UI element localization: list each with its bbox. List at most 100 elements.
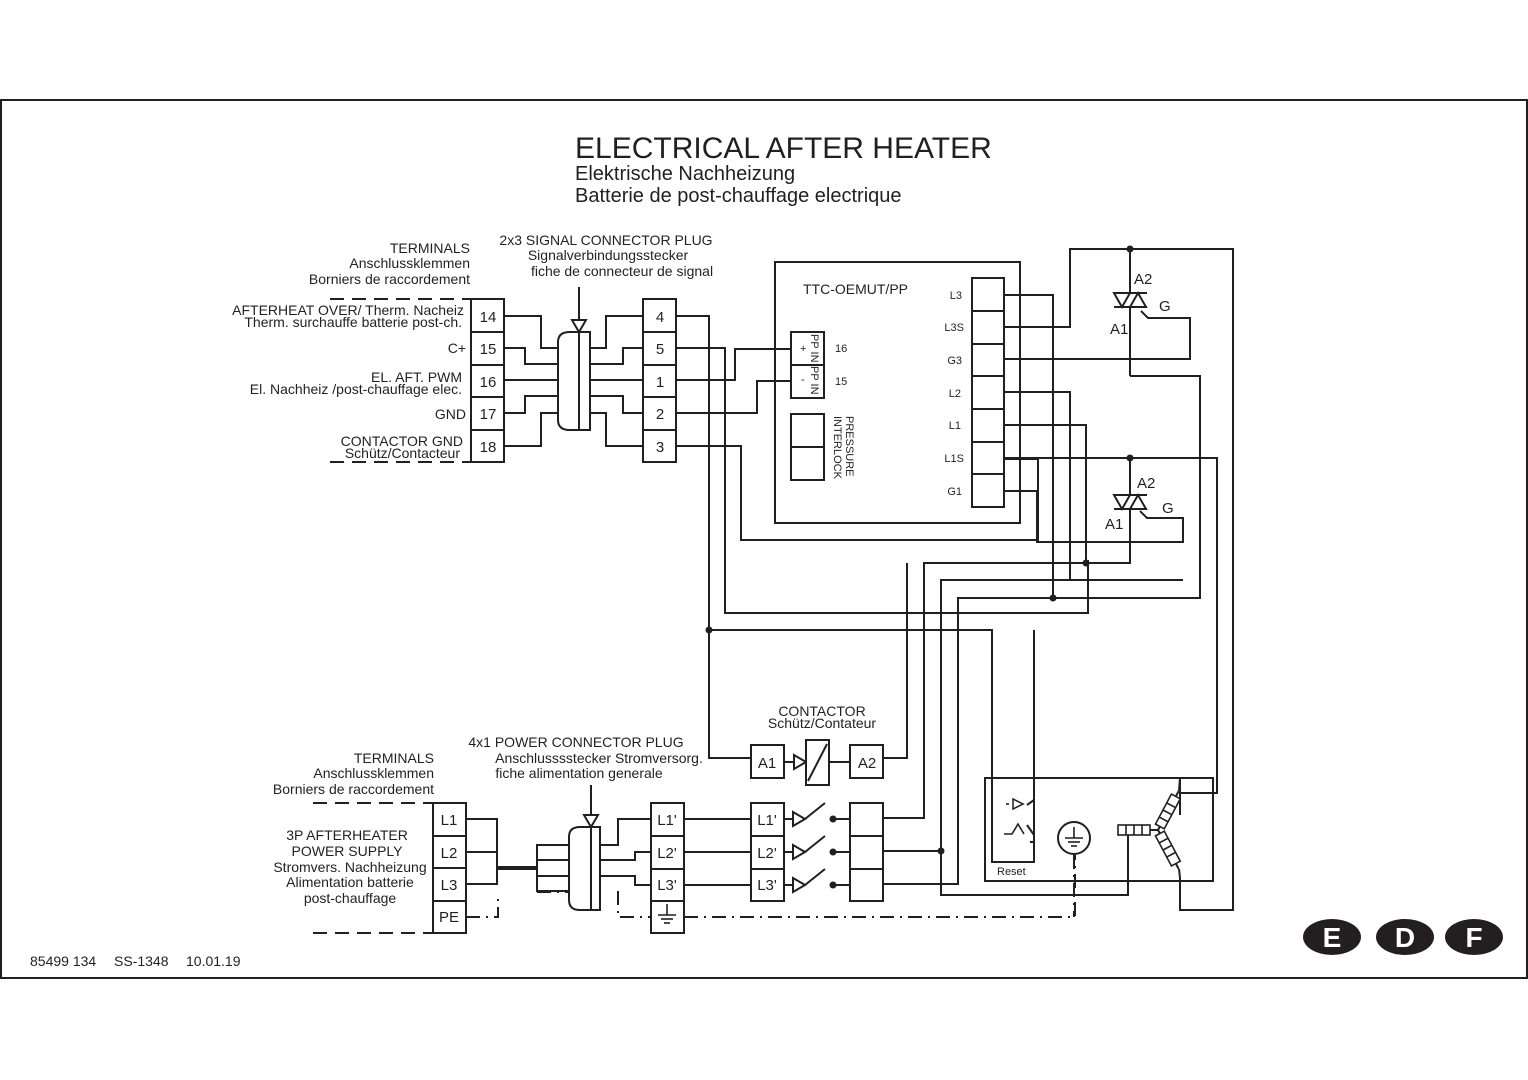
label-afterheat-over-fr: Therm. surchauffe batterie post-ch. bbox=[244, 314, 462, 330]
controller-name: TTC-OEMUT/PP bbox=[803, 281, 908, 297]
svg-text:Anschlussklemmen: Anschlussklemmen bbox=[313, 765, 434, 781]
output-l1s: L1S bbox=[944, 453, 964, 465]
pp-in-minus bbox=[790, 364, 825, 399]
terminal-17: 17 bbox=[480, 406, 497, 423]
terminal-l1: L1 bbox=[441, 812, 458, 829]
language-badge-d: D bbox=[1376, 919, 1434, 955]
drawing-frame bbox=[0, 99, 1528, 979]
pin-5: 5 bbox=[656, 341, 664, 358]
doc-number: 85499 134 bbox=[30, 953, 96, 969]
output-g1: G1 bbox=[947, 486, 962, 498]
output-l3s: L3S bbox=[944, 322, 964, 334]
label-afterheat-over: AFTERHEAT OVER/ Therm. Nacheiz bbox=[232, 302, 464, 318]
signal-terminal-block: 14 15 16 17 18 bbox=[470, 298, 505, 463]
signal-terminals-header: TERMINALS Anschlussklemmen Borniers de r… bbox=[309, 240, 470, 287]
svg-text:+: + bbox=[800, 343, 806, 355]
power-pin-l2: L2' bbox=[657, 845, 677, 862]
power-terminal-block: L1 L2 L3 PE bbox=[432, 802, 467, 934]
svg-text:Stromvers. Nachheizung: Stromvers. Nachheizung bbox=[273, 859, 426, 875]
coil-a2: A2 bbox=[858, 755, 876, 772]
power-plug-header: 4x1 POWER CONNECTOR PLUG Anschlussssteck… bbox=[468, 734, 702, 781]
contactor-header: CONTACTOR bbox=[778, 703, 865, 719]
contactor-pole-l3: L3' bbox=[757, 877, 777, 894]
svg-text:4x1 POWER CONNECTOR PLUG: 4x1 POWER CONNECTOR PLUG bbox=[468, 734, 683, 750]
power-terminals-header: TERMINALS Anschlussklemmen Borniers de r… bbox=[273, 750, 434, 797]
pin-4: 4 bbox=[656, 309, 664, 326]
svg-text:PP IN: PP IN bbox=[808, 366, 820, 395]
svg-text:fiche alimentation generale: fiche alimentation generale bbox=[495, 765, 663, 781]
triac2-g: G bbox=[1162, 500, 1174, 517]
triac2-a1: A1 bbox=[1105, 516, 1123, 533]
terminal-l2: L2 bbox=[441, 845, 458, 862]
svg-text:Borniers de raccordement: Borniers de raccordement bbox=[309, 271, 470, 287]
title-fr: Batterie de post-chauffage electrique bbox=[575, 185, 902, 207]
power-supply-label: 3P AFTERHEATER POWER SUPPLY Stromvers. N… bbox=[273, 827, 426, 906]
svg-text:PP IN: PP IN bbox=[808, 334, 820, 363]
pressure-interlock-b bbox=[790, 446, 825, 481]
label-contactor-gnd: CONTACTOR GND bbox=[341, 433, 463, 449]
svg-text:POWER SUPPLY: POWER SUPPLY bbox=[292, 843, 404, 859]
output-l2: L2 bbox=[949, 388, 961, 400]
terminal-pe: PE bbox=[439, 909, 459, 926]
signal-plug-symbol bbox=[557, 287, 591, 431]
terminal-l3: L3 bbox=[441, 877, 458, 894]
language-badges: E D F bbox=[1303, 919, 1503, 955]
triac-1: A2 A1 G bbox=[1049, 245, 1201, 602]
controller-output-wires bbox=[1004, 248, 1234, 911]
pressure-interlock-a bbox=[790, 413, 825, 448]
output-g3: G3 bbox=[947, 355, 962, 367]
svg-text:Borniers de raccordement: Borniers de raccordement bbox=[273, 781, 434, 797]
contactor: CONTACTOR Schütz/Contateur A1 A2 L1' L2'… bbox=[750, 703, 884, 902]
signal-pin-block: 4 5 1 2 3 bbox=[642, 298, 677, 463]
power-plug-wires-right bbox=[600, 818, 651, 918]
footer-info: 85499 134 SS-1348 10.01.19 bbox=[30, 953, 241, 969]
label-gnd: GND bbox=[435, 406, 466, 422]
contactor-pole-l1: L1' bbox=[757, 812, 777, 829]
coil-a1: A1 bbox=[758, 755, 776, 772]
terminal-15: 15 bbox=[480, 341, 497, 358]
label-c-plus: C+ bbox=[448, 340, 466, 356]
signal-terminal-labels: AFTERHEAT OVER/ Therm. Nacheiz Therm. su… bbox=[232, 302, 466, 461]
power-wires-bundle bbox=[466, 818, 569, 918]
svg-text:Signalverbindungsstecker: Signalverbindungsstecker bbox=[528, 247, 689, 263]
power-pin-block: L1' L2' L3' bbox=[650, 802, 685, 934]
svg-text:15: 15 bbox=[835, 376, 847, 388]
svg-text:post-chauffage: post-chauffage bbox=[304, 890, 397, 906]
svg-text:PRESSURE: PRESSURE bbox=[843, 416, 855, 477]
svg-text:16: 16 bbox=[835, 343, 847, 355]
power-pin-l1: L1' bbox=[657, 812, 677, 829]
signal-plug-header: 2x3 SIGNAL CONNECTOR PLUG Signalverbindu… bbox=[499, 232, 713, 279]
terminal-16: 16 bbox=[480, 374, 497, 391]
svg-text:F: F bbox=[1465, 922, 1482, 953]
triac1-a1: A1 bbox=[1110, 321, 1128, 338]
triac1-g: G bbox=[1159, 298, 1171, 315]
terminal-14: 14 bbox=[480, 309, 497, 326]
svg-text:E: E bbox=[1323, 922, 1342, 953]
svg-text:2x3 SIGNAL CONNECTOR PLUG: 2x3 SIGNAL CONNECTOR PLUG bbox=[499, 232, 712, 248]
pin-1: 1 bbox=[656, 374, 664, 391]
language-badge-e: E bbox=[1303, 919, 1361, 955]
triac2-a2: A2 bbox=[1137, 475, 1155, 492]
contactor-pole-l2: L2' bbox=[757, 845, 777, 862]
doc-code: SS-1348 bbox=[114, 953, 169, 969]
signal-wires-left bbox=[504, 315, 558, 447]
language-badge-f: F bbox=[1445, 919, 1503, 955]
controller-ttc: TTC-OEMUT/PP + - PP IN PP IN 16 15 PRESS… bbox=[774, 261, 1021, 524]
svg-text:-: - bbox=[801, 374, 805, 386]
doc-date: 10.01.19 bbox=[186, 953, 241, 969]
signal-wires-right bbox=[590, 315, 643, 447]
triac1-a2: A2 bbox=[1134, 271, 1152, 288]
heater-unit: Reset bbox=[984, 630, 1214, 917]
contactor-header-de: Schütz/Contateur bbox=[768, 715, 877, 731]
power-pin-l3: L3' bbox=[657, 877, 677, 894]
svg-text:TERMINALS: TERMINALS bbox=[390, 240, 470, 256]
signal-wires-to-controller bbox=[676, 315, 1089, 863]
title-de: Elektrische Nachheizung bbox=[575, 163, 795, 185]
svg-text:Alimentation batterie: Alimentation batterie bbox=[286, 874, 414, 890]
terminal-18: 18 bbox=[480, 439, 497, 456]
svg-text:TERMINALS: TERMINALS bbox=[354, 750, 434, 766]
svg-text:fiche de connecteur de signal: fiche de connecteur de signal bbox=[531, 263, 713, 279]
svg-text:D: D bbox=[1395, 922, 1415, 953]
label-contactor-gnd-de: Schütz/Contacteur bbox=[345, 445, 461, 461]
